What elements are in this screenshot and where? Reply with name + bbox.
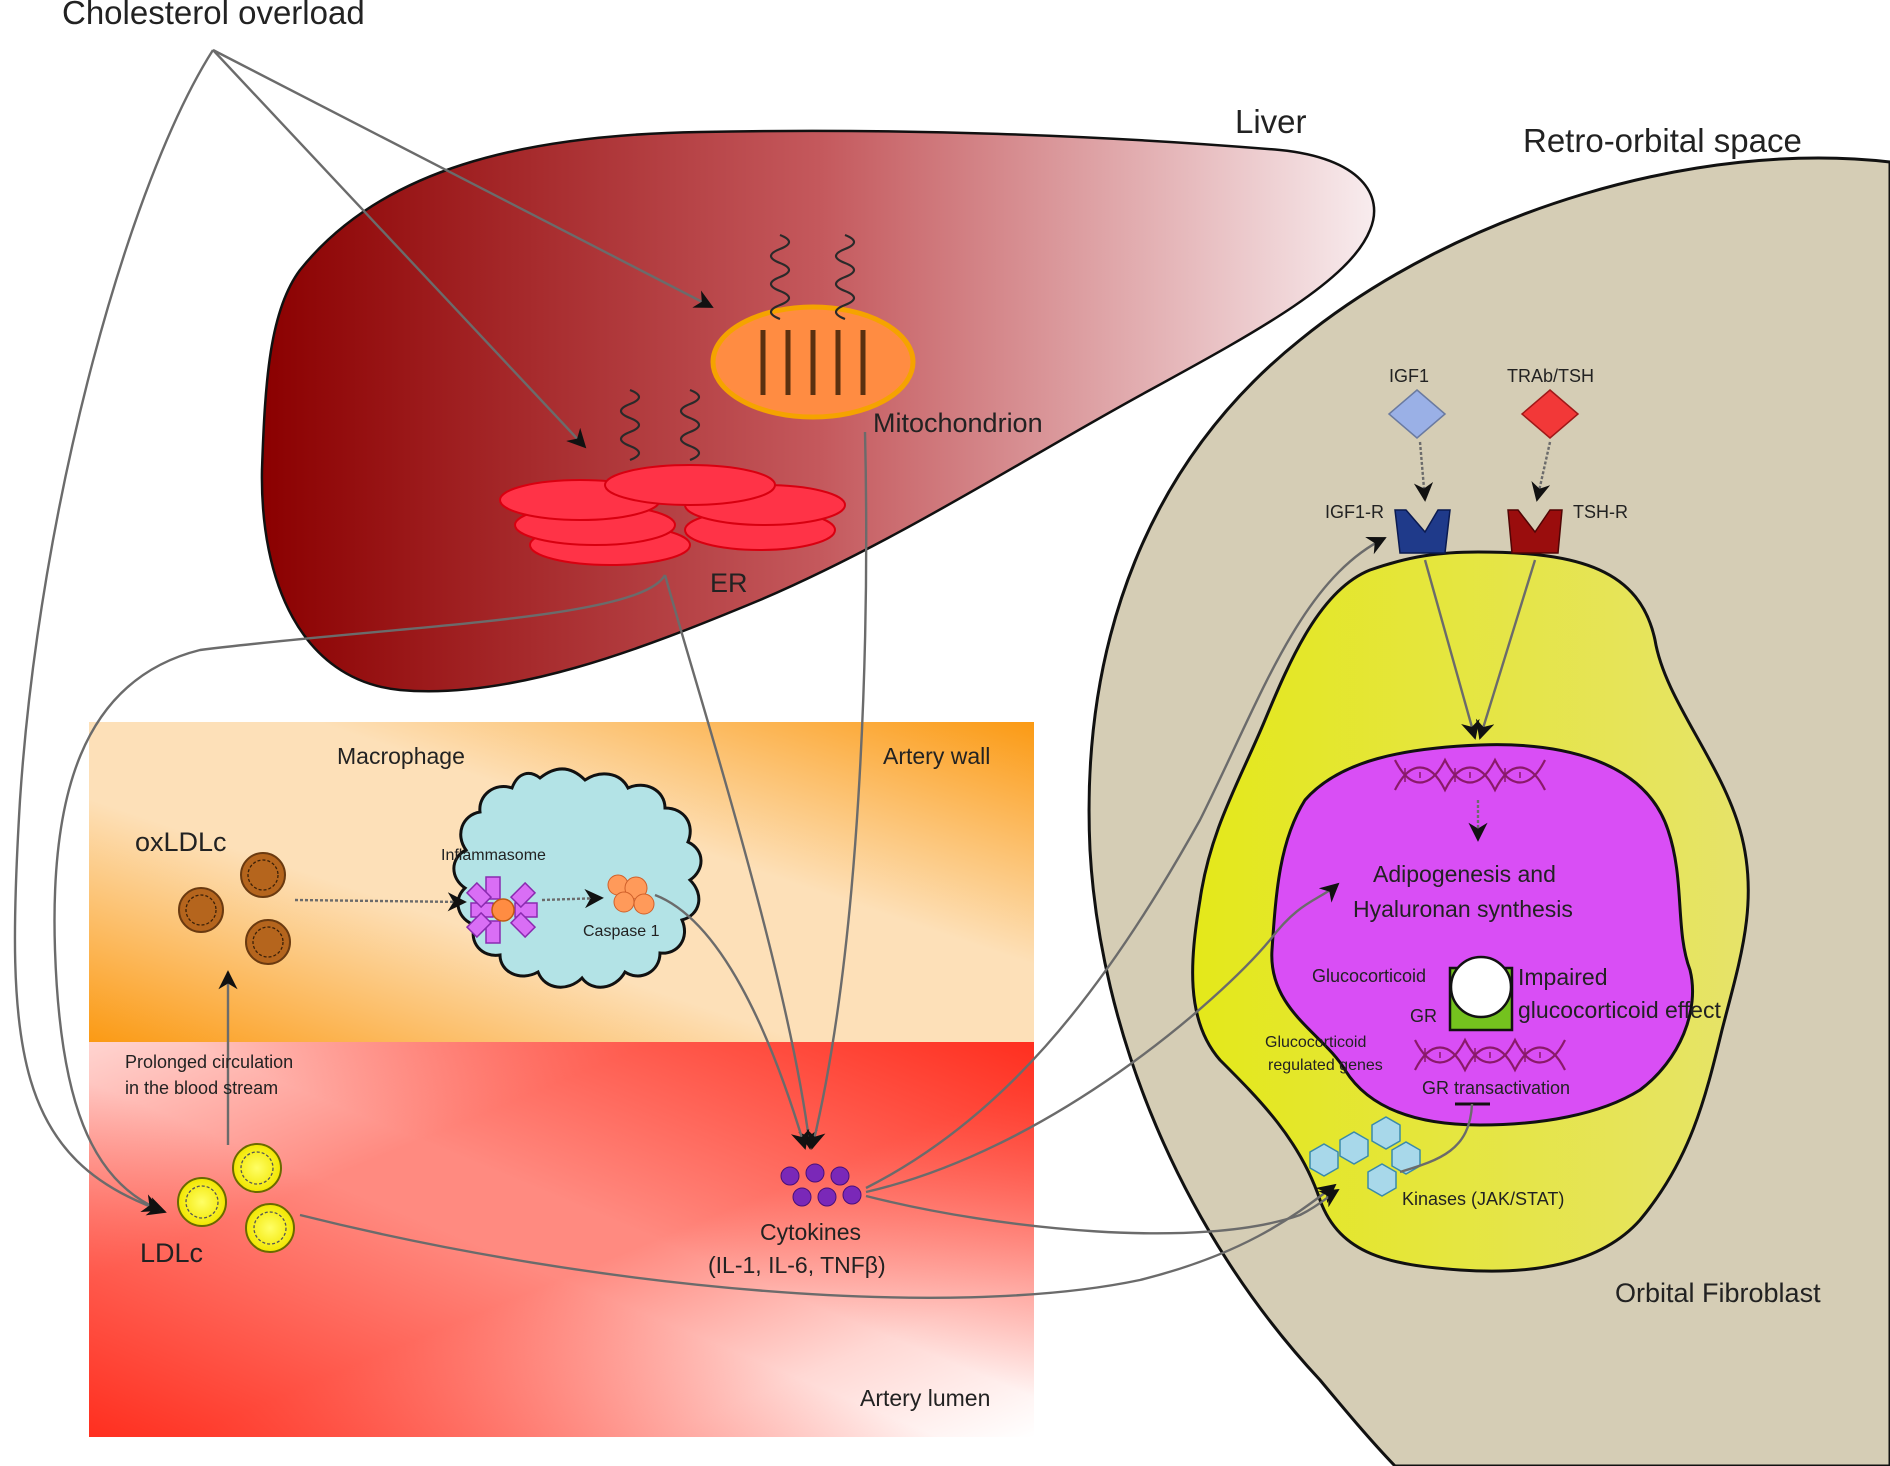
ldlc-label: LDLc <box>140 1238 203 1268</box>
cytokine-dots <box>780 1163 862 1207</box>
mitochondrion-label: Mitochondrion <box>873 408 1043 438</box>
artery-wall-label: Artery wall <box>883 743 990 769</box>
cytokines-label: Cytokines <box>760 1219 861 1245</box>
igf1-ligand-icon <box>1387 389 1447 439</box>
inflammasome-label: Inflammasome <box>441 847 546 864</box>
inflammasome-icon <box>465 876 538 944</box>
adipogenesis-label: Adipogenesis and <box>1373 861 1556 887</box>
gr-transactivation-label: GR transactivation <box>1422 1078 1570 1098</box>
ldlc-particles <box>177 1143 295 1253</box>
cholesterol-overload-label: Cholesterol overload <box>62 0 365 31</box>
oxldlc-label: oxLDLc <box>135 827 227 857</box>
tshr-label: TSH-R <box>1573 502 1628 522</box>
glucocorticoid-label: Glucocorticoid <box>1312 966 1426 986</box>
macrophage-cell <box>452 767 703 989</box>
gc-regulated-genes-label: Glucocorticoid <box>1265 1034 1366 1051</box>
macrophage-label: Macrophage <box>337 743 465 769</box>
caspase-1-label: Caspase 1 <box>583 923 660 940</box>
artery-lumen-label: Artery lumen <box>860 1385 990 1411</box>
er-label: ER <box>710 568 748 598</box>
gc-regulated-genes-label-2: regulated genes <box>1268 1057 1383 1074</box>
tsh-receptor-icon <box>1507 509 1563 554</box>
trab-tsh-label: TRAb/TSH <box>1507 366 1594 386</box>
prolonged-circulation-label: Prolonged circulation <box>125 1052 293 1072</box>
mitochondrion <box>710 304 916 420</box>
gr-label: GR <box>1410 1006 1437 1026</box>
dna-helix-icon <box>1394 757 1546 793</box>
trab-tsh-ligand-icon <box>1520 389 1580 439</box>
pathway-arrows <box>13 48 1552 1299</box>
er-stress-waves <box>619 388 701 462</box>
orbital-fibroblast-label: Orbital Fibroblast <box>1615 1278 1821 1308</box>
igf1-label: IGF1 <box>1389 366 1429 386</box>
endoplasmic-reticulum <box>499 464 846 566</box>
cytokines-list-label: (IL-1, IL-6, TNFβ) <box>708 1252 886 1278</box>
impaired-label: Impaired <box>1518 964 1607 990</box>
oxldlc-particles <box>178 852 291 965</box>
igf1r-label: IGF1-R <box>1325 502 1384 522</box>
caspase-1-icon <box>607 874 655 915</box>
prolonged-circulation-label-2: in the blood stream <box>125 1078 278 1098</box>
igf1-receptor-icon <box>1394 509 1451 554</box>
gr-target-dna-icon <box>1414 1037 1566 1073</box>
hyaluronan-label: Hyaluronan synthesis <box>1353 896 1573 922</box>
kinase-icon <box>1309 1116 1421 1197</box>
impaired-effect-label: glucocorticoid effect <box>1518 997 1721 1023</box>
liver-label: Liver <box>1235 103 1307 140</box>
mitochondrion-stress-waves <box>769 233 856 321</box>
glucocorticoid-receptor <box>1448 955 1514 1032</box>
retro-orbital-label: Retro-orbital space <box>1523 122 1802 159</box>
kinases-label: Kinases (JAK/STAT) <box>1402 1189 1564 1209</box>
nucleus <box>1270 743 1695 1127</box>
